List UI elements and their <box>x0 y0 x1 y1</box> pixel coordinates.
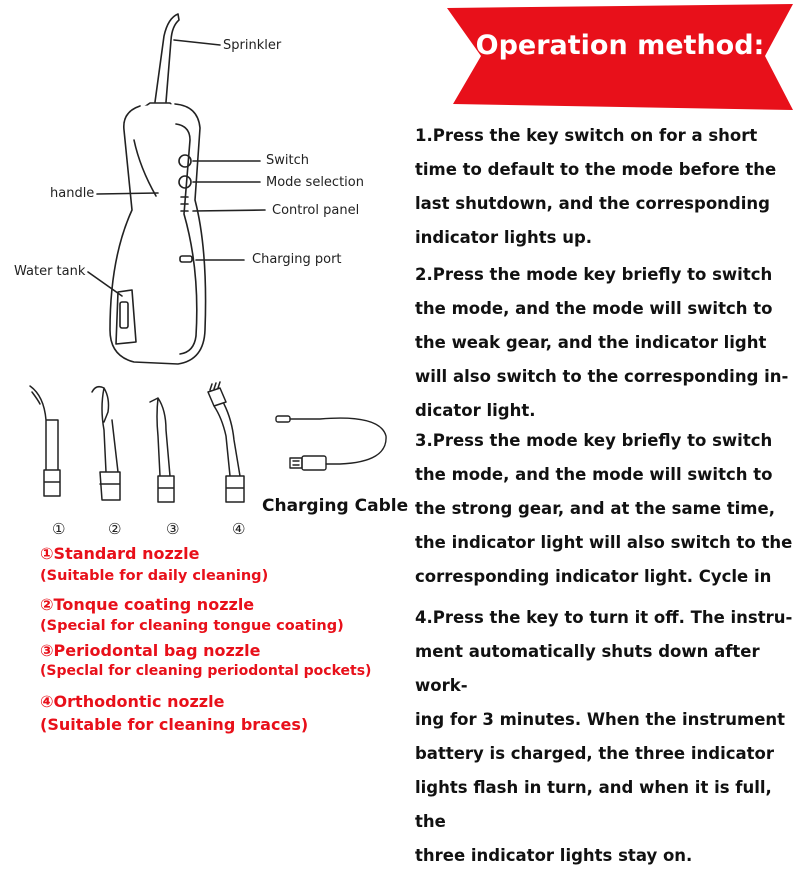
step-3-line: the indicator light will also switch to … <box>415 533 793 552</box>
step-4-line: ment automatically shuts down after work… <box>415 642 760 695</box>
water-tank-window <box>115 289 137 345</box>
charging-port-label: Charging port <box>252 252 342 267</box>
step-3-line: the strong gear, and at the same time, <box>415 499 775 518</box>
step-4-line: ing for 3 minutes. When the instrument <box>415 710 786 729</box>
banner-title: Operation method: <box>475 30 765 61</box>
step-1-line: last shutdown, and the corresponding <box>415 194 770 213</box>
step-3-line: the mode, and the mode will switch to <box>415 465 773 484</box>
charging-cable-label: Charging Cable <box>262 496 409 516</box>
step-3-line: 3.Press the mode key briefly to switch <box>415 431 773 450</box>
step-1: 1.Press the key switch on for a short ti… <box>415 119 776 255</box>
step-4-line: battery is charged, the three indicator <box>415 744 775 763</box>
legend-name-1: ①Standard nozzle <box>40 544 200 563</box>
step-2-line: will also switch to the corresponding in… <box>415 367 789 386</box>
step-4-line: three indicator lights stay on. <box>415 846 693 865</box>
nozzle-3-shape <box>149 397 175 503</box>
handle-contour <box>133 139 157 197</box>
step-2-line: the mode, and the mode will switch to <box>415 299 773 318</box>
step-1-line: indicator lights up. <box>415 228 593 247</box>
switch-label: Switch <box>266 153 309 168</box>
step-2-line: dicator light. <box>415 401 536 420</box>
mode-selection-label: Mode selection <box>266 175 364 190</box>
device-body <box>109 103 207 365</box>
step-3-line: corresponding indicator light. Cycle in <box>415 567 772 586</box>
nozzle-2-shape <box>91 385 121 501</box>
water-tank-label: Water tank <box>14 264 86 279</box>
step-4-line: lights flash in turn, and when it is ful… <box>415 778 772 831</box>
mode-button-shape <box>178 175 192 189</box>
sprinkler-label: Sprinkler <box>223 38 282 53</box>
step-2-line: 2.Press the mode key briefly to switch <box>415 265 773 284</box>
step-2-line: the weak gear, and the indicator light <box>415 333 767 352</box>
legend-name-4: ④Orthodontic nozzle <box>40 692 225 711</box>
nozzle-4-shape <box>207 387 245 503</box>
device-illustration <box>29 13 387 503</box>
legend-desc-3: (Speclal for cleaning periodontal pocket… <box>40 663 372 679</box>
legend-name-3: ③Periodontal bag nozzle <box>40 641 261 660</box>
nozzle-1-shape <box>29 385 61 497</box>
legend-name-2: ②Tonque coating nozzle <box>40 595 255 614</box>
switch-button-shape <box>178 154 192 168</box>
step-3: 3.Press the mode key briefly to switch t… <box>415 424 792 594</box>
legend-desc-4: (Suitable for cleaning braces) <box>40 715 309 734</box>
step-1-line: time to default to the mode before the <box>415 160 777 179</box>
nozzle-number-2: ② <box>108 520 122 538</box>
front-panel-line <box>175 123 198 355</box>
charging-port-shape <box>179 255 193 263</box>
sprinkler-tip <box>154 13 180 103</box>
step-4: 4.Press the key to turn it off. The inst… <box>415 601 800 873</box>
control-panel-label: Control panel <box>272 203 360 218</box>
step-2: 2.Press the mode key briefly to switch t… <box>415 258 788 428</box>
banner-shape <box>447 4 793 110</box>
legend-desc-1: (Suitable for daily cleaning) <box>40 568 269 584</box>
legend-desc-2: (Special for cleaning tongue coating) <box>40 618 344 634</box>
handle-label: handle <box>50 186 95 201</box>
step-1-line: 1.Press the key switch on for a short <box>415 126 758 145</box>
nozzle-number-3: ③ <box>166 520 180 538</box>
charging-cable-drawing <box>275 415 387 471</box>
nozzle-number-4: ④ <box>232 520 246 538</box>
step-4-line: 4.Press the key to turn it off. The inst… <box>415 608 793 627</box>
nozzle-number-1: ① <box>52 520 66 538</box>
